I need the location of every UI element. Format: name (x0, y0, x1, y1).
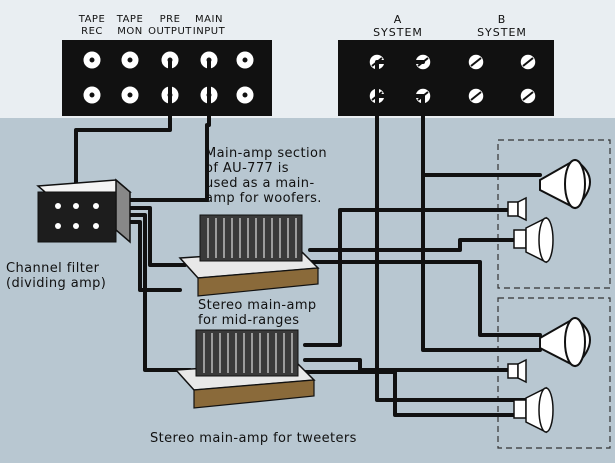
left-speaker-enclosure (497, 139, 611, 289)
left-midrange (513, 216, 554, 264)
right-woofer (539, 316, 591, 368)
preamp-back-panel (62, 40, 272, 116)
label-tape-mon: TAPE MON (116, 14, 144, 37)
channel-filter-label-line-1: Channel filter (6, 261, 100, 276)
filter-to-woofer-return (122, 220, 182, 292)
main-amp-note-line-3: used as a main- (205, 175, 315, 191)
main-amp-note-line-2: of AU-777 is (205, 160, 289, 176)
tweeter-right-cable (303, 358, 517, 372)
right-midrange (513, 386, 554, 434)
tweeter-amp-unit (174, 329, 316, 409)
main-amp-note: Main-amp section of AU-777 is used as a … (205, 146, 327, 207)
midrange-amp-unit (178, 214, 320, 297)
midrange-amp-label: Stereo main-amp for mid-ranges (198, 298, 317, 329)
speaker-terminal-panel (338, 40, 554, 116)
tweeter-right-cable-b (303, 370, 542, 417)
left-tweeter (507, 196, 527, 222)
woofer-left-cable (375, 60, 542, 402)
filter-to-tweeter-cable (122, 213, 192, 372)
label-tape-rec: TAPE REC (78, 14, 106, 37)
channel-filter-unit (36, 178, 132, 244)
midrange-right-cable (308, 260, 542, 337)
channel-filter-label-line-2: (dividing amp) (6, 275, 107, 291)
main-amp-note-line-4: amp for woofers. (205, 190, 322, 206)
jack-row-top (83, 51, 254, 69)
right-speaker-enclosure (497, 297, 611, 449)
left-woofer (539, 158, 591, 210)
filter-to-midrange-cable (122, 206, 187, 267)
main-amp-note-line-1: Main-amp section (205, 146, 327, 161)
pre-output-cable (74, 58, 172, 187)
preamp-jacks (83, 51, 254, 104)
midrange-amp-label-line-2: for mid-ranges (198, 312, 300, 328)
label-main-input: MAIN INPUT (192, 14, 226, 37)
label-pre-output: PRE OUTPUT (148, 14, 192, 37)
right-tweeter (507, 358, 527, 384)
midrange-amp-label-line-1: Stereo main-amp (198, 298, 317, 313)
woofer-right-cable (421, 94, 542, 352)
tweeter-left-cable (303, 208, 517, 347)
tweeter-amp-label: Stereo main-amp for tweeters (150, 431, 357, 446)
label-system-b: B SYSTEM (477, 13, 527, 39)
midrange-left-cable (308, 238, 542, 252)
channel-filter-label: Channel filter (dividing amp) (6, 261, 107, 292)
main-input-cable (122, 58, 211, 202)
wiring (74, 58, 542, 417)
label-system-a: A SYSTEM (373, 13, 423, 39)
